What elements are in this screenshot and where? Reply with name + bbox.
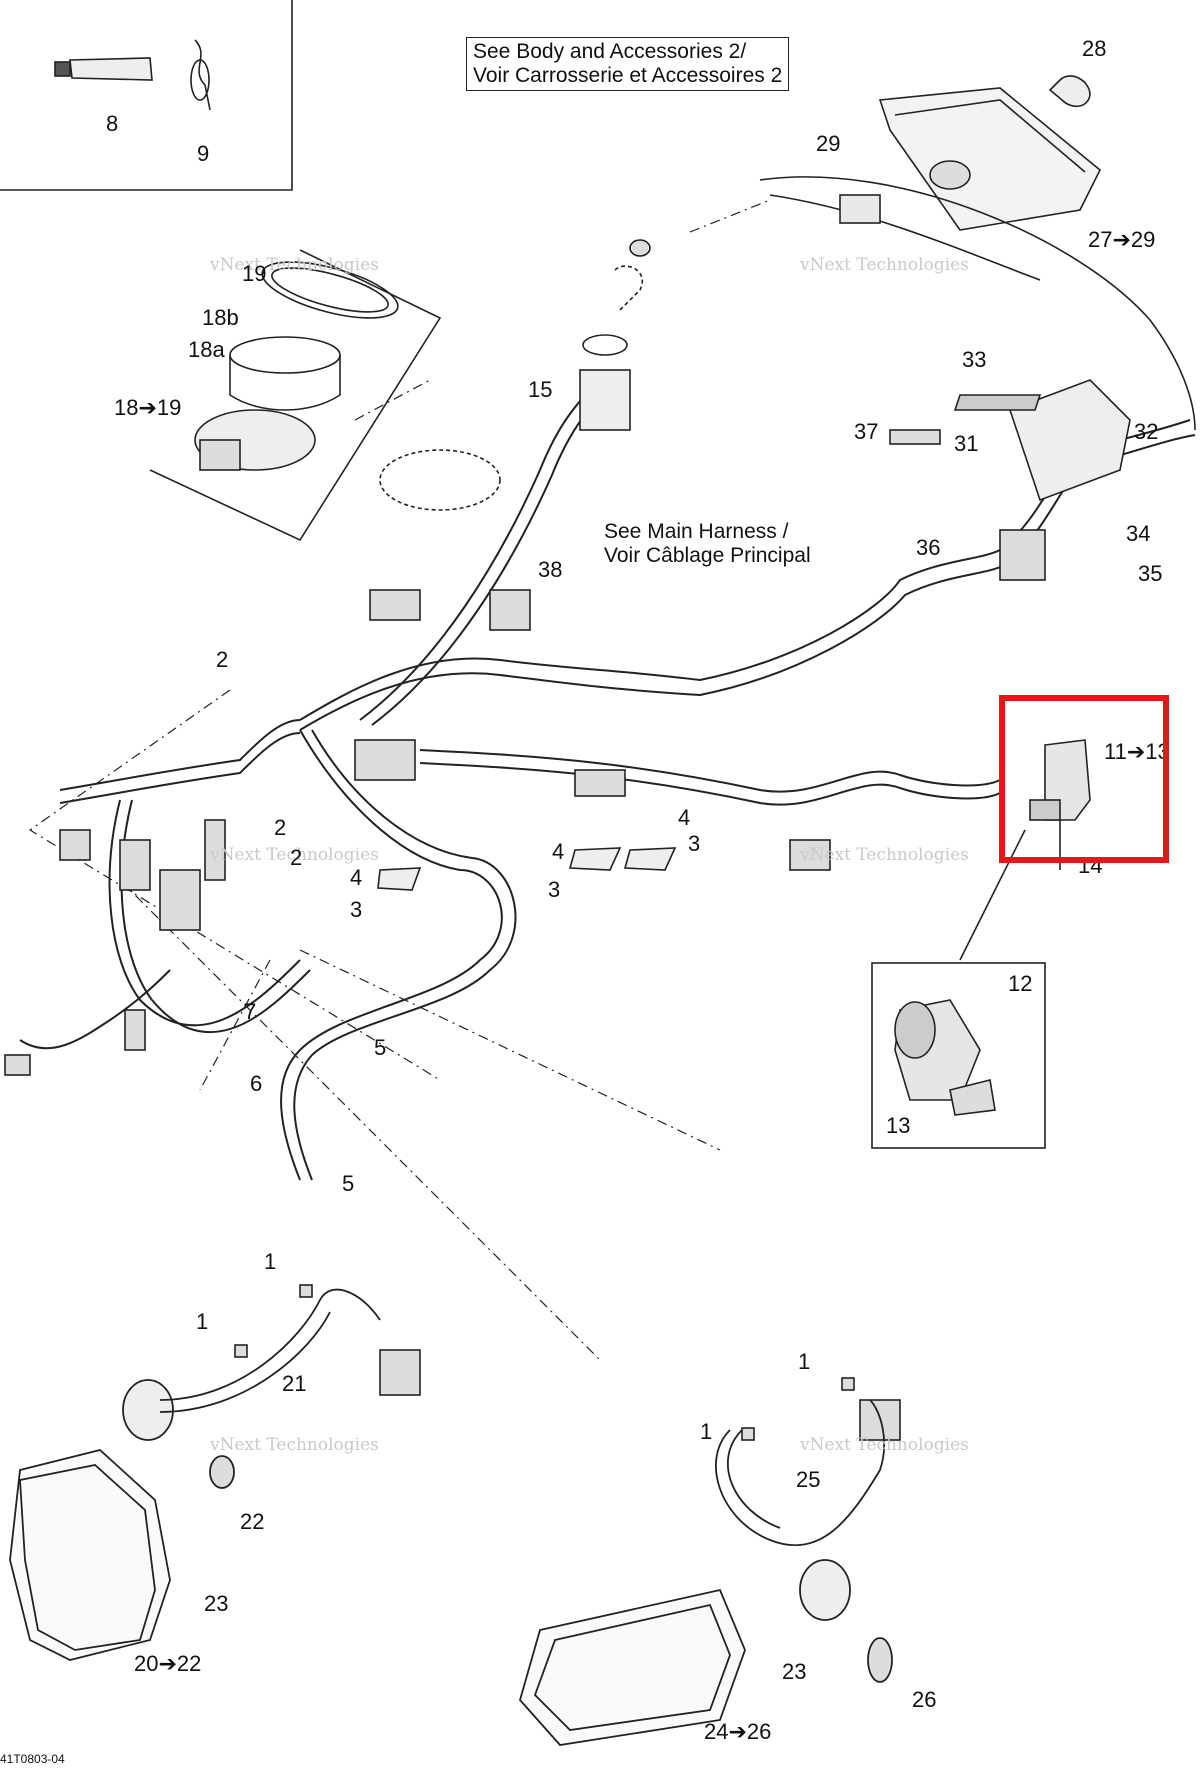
callout-9: 9 <box>197 141 210 166</box>
callout-32: 32 <box>1134 419 1159 444</box>
callout-8: 8 <box>106 111 119 136</box>
callout-15: 15 <box>528 377 553 402</box>
gauge-lens <box>229 336 341 411</box>
callout-26: 26 <box>912 1687 937 1712</box>
callout-5: 5 <box>374 1035 387 1060</box>
callout-4: 4 <box>350 865 363 890</box>
callout-23: 23 <box>204 1591 229 1616</box>
bracket-part-b <box>623 847 677 871</box>
bulb-part <box>1048 75 1091 108</box>
main-harness-line1: See Main Harness / <box>604 520 789 543</box>
body-accessories-line1: See Body and Accessories 2/ <box>473 40 747 63</box>
instrument-cluster <box>759 87 1196 431</box>
sealant-tube-part <box>54 57 153 81</box>
callout-20-22: 20➔22 <box>134 1651 202 1676</box>
handlebar-switch <box>1029 739 1091 870</box>
clip-parts <box>234 1284 855 1441</box>
callout-2: 2 <box>274 815 287 840</box>
callout-25: 25 <box>796 1467 821 1492</box>
callout-33: 33 <box>962 347 987 372</box>
voltage-regulator <box>889 379 1131 502</box>
callout-2: 2 <box>216 647 229 672</box>
callout-19: 19 <box>242 261 267 286</box>
callout-23: 23 <box>782 1659 807 1684</box>
callout-31: 31 <box>954 431 979 456</box>
gauge-group-box <box>149 249 442 542</box>
leader-switch <box>959 829 1026 961</box>
bracket-part-c <box>377 867 422 891</box>
callout-3: 3 <box>548 877 561 902</box>
cable-tie-part <box>190 39 211 111</box>
callout-36: 36 <box>916 535 941 560</box>
callout-38: 38 <box>538 557 563 582</box>
callout-37: 37 <box>854 419 879 444</box>
callout-11-13: 11➔13 <box>1104 739 1170 764</box>
callout-28: 28 <box>1082 36 1107 61</box>
gauge-housing-dashed <box>379 449 501 511</box>
connector-blocks <box>4 529 1046 1441</box>
callout-35: 35 <box>1138 561 1163 586</box>
inset-box-tools <box>0 0 293 191</box>
body-accessories-note: See Body and Accessories 2/ Voir Carross… <box>466 37 790 91</box>
callout-24-26: 24➔26 <box>704 1719 772 1744</box>
bracket-part-a <box>568 847 622 871</box>
handlebar-switch-detail <box>894 999 996 1116</box>
headlight-right <box>518 1399 893 1746</box>
callout-34: 34 <box>1126 521 1151 546</box>
callout-6: 6 <box>250 1071 263 1096</box>
gauge-body <box>194 409 316 471</box>
callout-5: 5 <box>342 1171 355 1196</box>
callout-18a: 18a <box>188 337 225 362</box>
callout-3: 3 <box>688 831 701 856</box>
main-harness-note: See Main Harness / Voir Câblage Principa… <box>604 520 811 568</box>
callout-22: 22 <box>240 1509 265 1534</box>
body-accessories-line2: Voir Carrosserie et Accessoires 2 <box>473 64 783 87</box>
callout-4: 4 <box>678 805 691 830</box>
highlight-box <box>999 695 1169 863</box>
callout-1: 1 <box>264 1249 277 1274</box>
callout-18b: 18b <box>202 305 239 330</box>
callout-7: 7 <box>244 999 257 1024</box>
callout-3: 3 <box>350 897 363 922</box>
callout-21: 21 <box>282 1371 307 1396</box>
callout-12: 12 <box>1008 971 1033 996</box>
callout-29: 29 <box>816 131 841 156</box>
callout-1: 1 <box>700 1419 713 1444</box>
main-harness-line2: Voir Câblage Principal <box>604 544 811 567</box>
callout-1: 1 <box>196 1309 209 1334</box>
switch-detail-box <box>871 962 1046 1149</box>
ignition-switch <box>579 239 651 431</box>
headlight-left <box>9 1288 381 1661</box>
drawing-code: 41T0803-04 <box>0 1752 65 1766</box>
callout-1: 1 <box>798 1349 811 1374</box>
callout-2: 2 <box>290 845 303 870</box>
callout-4: 4 <box>552 839 565 864</box>
callout-18-19: 18➔19 <box>114 395 182 420</box>
callout-27-29: 27➔29 <box>1088 227 1156 252</box>
callout-13: 13 <box>886 1113 911 1138</box>
gauge-ring <box>261 261 399 319</box>
